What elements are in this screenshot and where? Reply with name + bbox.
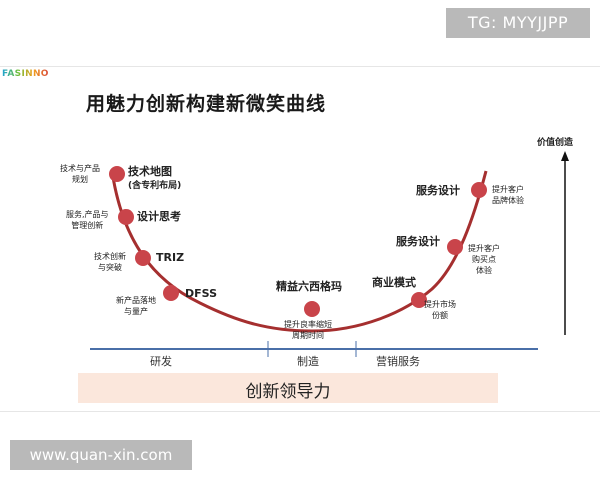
lean-six-sigma-label: 精益六西格玛 (276, 280, 342, 293)
right-p1-desc: 提升市场 份额 (424, 299, 456, 321)
value-axis-arrowhead (561, 151, 569, 161)
right-p3-desc-line: 提升客户 (492, 185, 524, 194)
left-p4-desc-line: 新产品落地 (116, 296, 156, 305)
phase-rd: 研发 (150, 355, 172, 368)
triz-label: TRIZ (156, 251, 185, 264)
left-p1-desc-line: 技术与产品 (60, 164, 100, 173)
left-p3-desc-line: 与突破 (98, 263, 122, 272)
patent-layout-label: (含专利布局) (128, 181, 182, 191)
value-axis-label: 价值创造 (537, 138, 574, 148)
dot-tech-map (109, 166, 125, 182)
dot-service-design-2 (471, 182, 487, 198)
center-desc-line: 周期时间 (292, 331, 324, 340)
left-p1-label: 技术地图 (含专利布局) (128, 165, 181, 191)
center-desc-line: 提升良率缩短 (284, 320, 332, 329)
smile-curve (110, 170, 488, 333)
tech-map-label: 技术地图 (128, 165, 172, 178)
dot-service-design-1 (447, 239, 463, 255)
dfss-label: DFSS (185, 287, 217, 300)
phase-manufacturing: 制造 (297, 355, 319, 368)
right-p3-desc-line: 品牌体验 (492, 196, 524, 205)
left-p2-desc-line: 服务,产品与 (66, 210, 109, 219)
left-p3-desc-line: 技术创新 (94, 252, 126, 261)
left-p2-desc-line: 管理创新 (71, 221, 104, 230)
left-p3-desc: 技术创新 与突破 (94, 251, 126, 273)
business-model-label: 商业模式 (372, 276, 416, 289)
service-design-label-1: 服务设计 (396, 235, 440, 248)
service-design-label-2: 服务设计 (416, 184, 460, 197)
design-thinking-label: 设计思考 (137, 210, 181, 223)
left-p1-desc-line: 规划 (72, 175, 88, 184)
watermark-top: TG: MYYJJPP (446, 8, 590, 38)
right-p1-desc-line: 提升市场 (424, 300, 456, 309)
dot-design-thinking (118, 209, 134, 225)
dot-dfss (163, 285, 179, 301)
phase-marketing-service: 营销服务 (376, 355, 420, 368)
right-p2-desc-line: 提升客户 (468, 244, 500, 253)
left-p2-desc: 服务,产品与 管理创新 (66, 209, 109, 231)
left-p4-desc: 新产品落地 与量产 (116, 295, 156, 317)
center-desc: 提升良率缩短 周期时间 (284, 319, 332, 341)
page-title: 用魅力创新构建新微笑曲线 (86, 93, 327, 115)
right-p3-desc: 提升客户 品牌体验 (492, 184, 524, 206)
innovation-leadership-label: 创新领导力 (245, 382, 331, 402)
right-p1-desc-line: 份额 (432, 311, 448, 320)
innovation-leadership-bar: 创新领导力 (78, 373, 498, 403)
fasinno-logo: FASINNO (2, 69, 49, 79)
dot-lean-six-sigma (304, 301, 320, 317)
dot-triz (135, 250, 151, 266)
right-p2-desc: 提升客户 购买点 体验 (468, 243, 500, 276)
left-p1-desc: 技术与产品 规划 (60, 163, 100, 185)
dot-business-model (411, 292, 427, 308)
watermark-bottom: www.quan-xin.com (10, 440, 192, 470)
diagram-card: FASINNO 用魅力创新构建新微笑曲线 价值创造 技术与产品 规划 技术地图 … (0, 66, 600, 412)
right-p2-desc-line: 购买点 (472, 255, 496, 264)
right-p2-desc-line: 体验 (476, 266, 492, 275)
left-p4-desc-line: 与量产 (124, 307, 148, 316)
smile-curve-diagram (90, 151, 569, 357)
